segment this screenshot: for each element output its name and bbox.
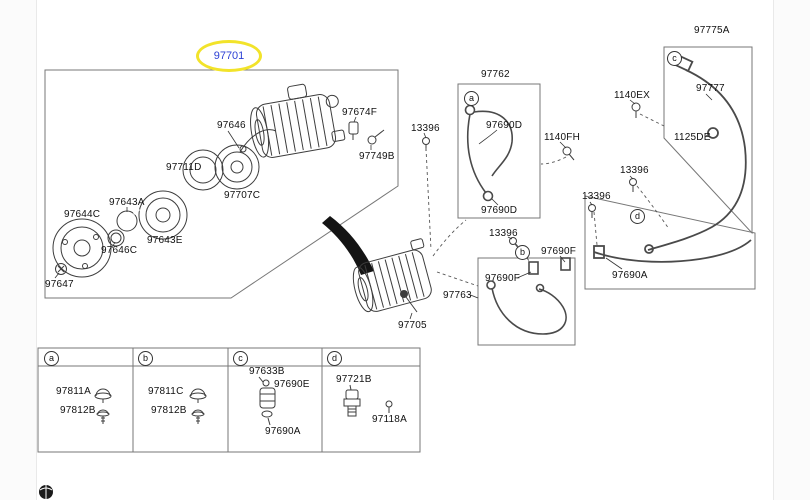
legend-part-97690a[interactable]: 97690A — [265, 426, 301, 437]
pipe-c-box — [663, 46, 753, 235]
part-label-97674f[interactable]: 97674F — [342, 107, 378, 118]
pipe-d-drawing — [593, 239, 752, 263]
legend-d-parts — [343, 384, 393, 417]
part-label-97763[interactable]: 97763 — [443, 290, 472, 301]
callout-d-icon: d — [630, 209, 645, 224]
selected-part-number[interactable]: 97701 — [213, 50, 245, 62]
hose-b-drawing — [486, 257, 571, 335]
part-label-97646c[interactable]: 97646C — [101, 245, 138, 256]
callout-a-icon: a — [464, 91, 479, 106]
leader-lines — [54, 93, 713, 320]
main-assembly-box — [44, 69, 399, 299]
footer-icon — [39, 485, 53, 499]
enclosure-boxes — [37, 46, 756, 453]
part-label-97690f-1[interactable]: 97690F — [541, 246, 577, 257]
part-label-97775a[interactable]: 97775A — [694, 25, 730, 36]
page-left-margin — [0, 0, 37, 500]
part-label-97643a[interactable]: 97643A — [109, 197, 145, 208]
legend-a-parts — [94, 388, 112, 424]
callout-b-icon: b — [515, 245, 530, 260]
legend-part-97690e[interactable]: 97690E — [274, 379, 310, 390]
legend-header-b: b — [138, 351, 153, 366]
part-label-97690d-2[interactable]: 97690D — [481, 205, 518, 216]
legend-header-c: c — [233, 351, 248, 366]
part-label-97777[interactable]: 97777 — [696, 83, 725, 94]
part-label-1125de[interactable]: 1125DE — [674, 132, 711, 143]
clutch-parts-drawing — [52, 129, 277, 278]
legend-b-parts — [189, 388, 207, 424]
sensor-parts-drawing — [348, 121, 385, 145]
dashed-lines — [425, 113, 670, 287]
part-label-97707c[interactable]: 97707C — [224, 190, 261, 201]
part-label-1140fh[interactable]: 1140FH — [544, 132, 581, 143]
part-label-13396-4[interactable]: 13396 — [489, 228, 518, 239]
bolt-glyphs — [422, 102, 641, 250]
part-label-97762[interactable]: 97762 — [481, 69, 510, 80]
pipe-d-box — [584, 195, 756, 290]
part-label-97644c[interactable]: 97644C — [64, 209, 101, 220]
legend-part-97811c[interactable]: 97811C — [148, 386, 184, 397]
part-label-97690a-1[interactable]: 97690A — [612, 270, 648, 281]
part-label-97690d-1[interactable]: 97690D — [486, 120, 523, 131]
legend-part-97721b[interactable]: 97721B — [336, 374, 372, 385]
bolt-97705-drawing — [400, 290, 418, 313]
zoom-pointer-wedge — [322, 216, 374, 275]
hose-a-box — [457, 83, 541, 219]
selected-part-highlight[interactable]: 97701 — [196, 40, 262, 72]
part-label-13396-3[interactable]: 13396 — [582, 191, 611, 202]
part-label-97749b[interactable]: 97749B — [359, 151, 395, 162]
legend-part-97118a[interactable]: 97118A — [372, 414, 407, 425]
legend-header-d: d — [327, 351, 342, 366]
part-label-13396-2[interactable]: 13396 — [620, 165, 649, 176]
legend-box — [37, 347, 421, 453]
legend-part-97812b-b[interactable]: 97812B — [151, 405, 187, 416]
callout-c-icon: c — [667, 51, 682, 66]
part-label-97646[interactable]: 97646 — [217, 120, 246, 131]
legend-header-a: a — [44, 351, 59, 366]
legend-part-97633b[interactable]: 97633B — [249, 366, 285, 377]
legend-part-97812b-a[interactable]: 97812B — [60, 405, 96, 416]
compressor-center-drawing — [352, 238, 432, 313]
part-label-97643e[interactable]: 97643E — [147, 235, 183, 246]
part-label-13396-1[interactable]: 13396 — [411, 123, 440, 134]
part-label-97705[interactable]: 97705 — [398, 320, 427, 331]
part-label-97711d[interactable]: 97711D — [166, 162, 202, 173]
part-label-97647[interactable]: 97647 — [45, 279, 74, 290]
legend-c-parts — [258, 376, 276, 426]
part-label-97690f-2[interactable]: 97690F — [485, 273, 521, 284]
part-label-1140ex[interactable]: 1140EX — [614, 90, 651, 101]
page-right-margin — [773, 0, 810, 500]
compressor-main-drawing — [250, 83, 346, 158]
legend-part-97811a[interactable]: 97811A — [56, 386, 91, 397]
